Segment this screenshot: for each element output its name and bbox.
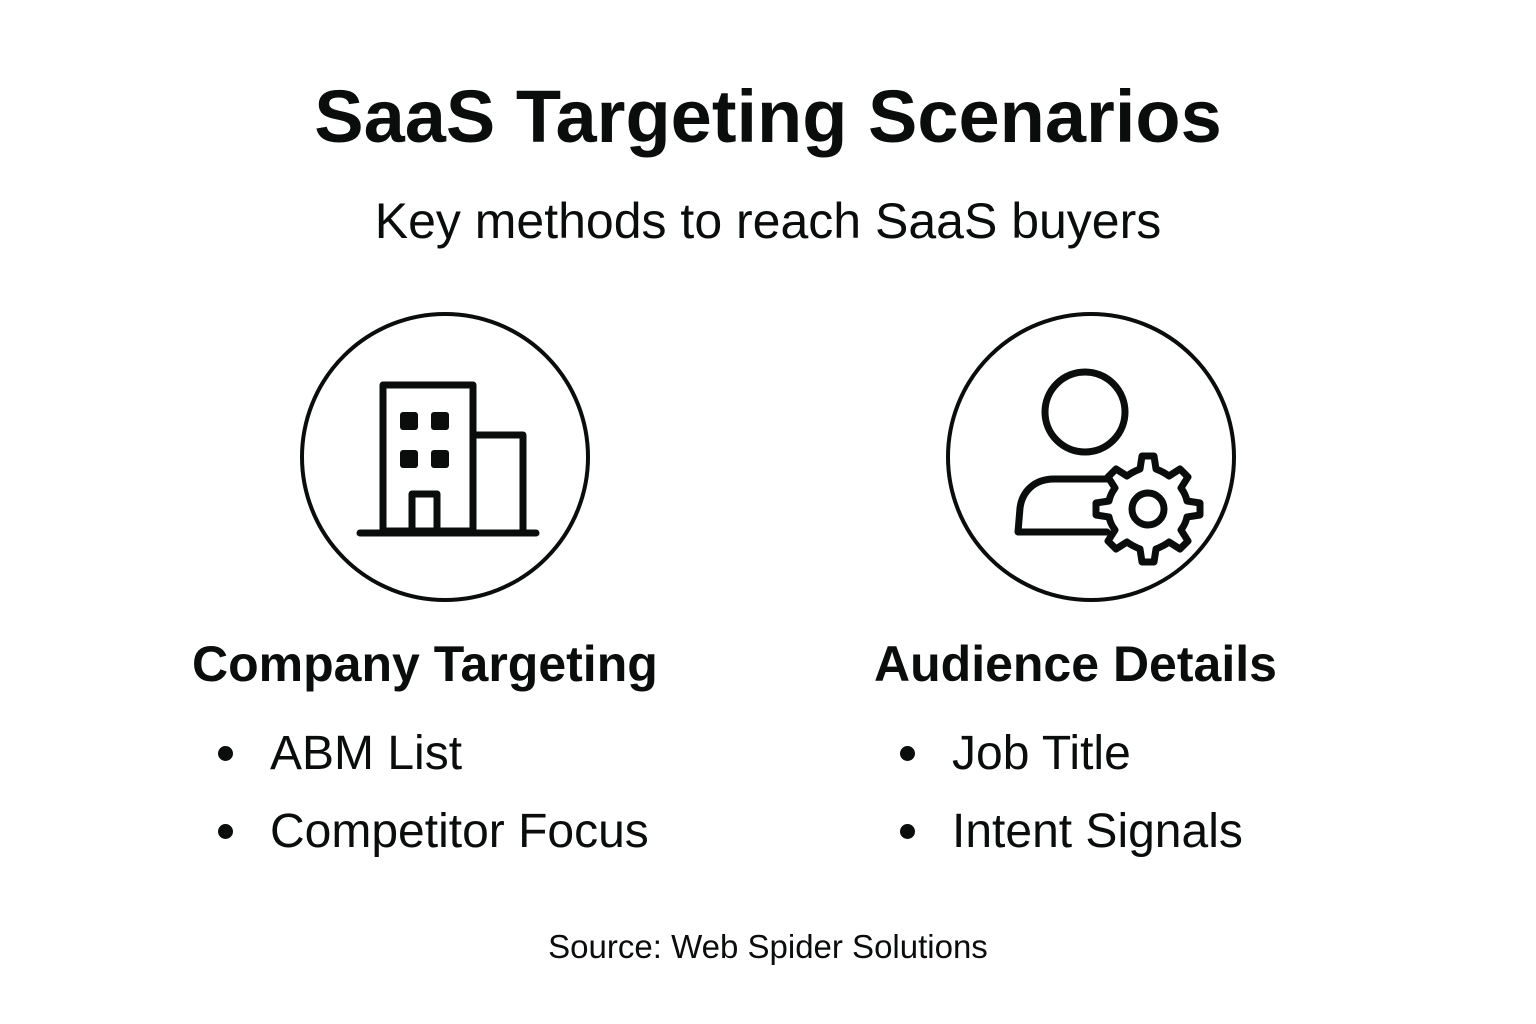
company-targeting-heading: Company Targeting: [192, 636, 658, 692]
bullet-icon: [218, 824, 233, 839]
page-subtitle: Key methods to reach SaaS buyers: [374, 193, 1162, 249]
company-icon-circle: [300, 312, 590, 602]
bullet-icon: [900, 746, 915, 761]
audience-details-heading: Audience Details: [874, 636, 1277, 692]
office-building-icon: [356, 381, 540, 537]
list-item: Intent Signals: [900, 793, 1360, 871]
page-title: SaaS Targeting Scenarios: [314, 75, 1222, 158]
source-caption: Source: Web Spider Solutions: [548, 928, 988, 965]
user-gear-icon: [1014, 368, 1204, 566]
list-item-label: ABM List: [270, 727, 463, 780]
list-item-label: Intent Signals: [952, 805, 1243, 858]
bullet-icon: [218, 746, 233, 761]
list-item: Competitor Focus: [218, 793, 738, 871]
list-item: ABM List: [218, 715, 738, 793]
list-item-label: Job Title: [952, 727, 1131, 780]
audience-details-list: Job Title Intent Signals: [900, 715, 1360, 871]
company-targeting-list: ABM List Competitor Focus: [218, 715, 738, 871]
list-item: Job Title: [900, 715, 1360, 793]
list-item-label: Competitor Focus: [270, 805, 649, 858]
audience-icon-circle: [946, 312, 1236, 602]
bullet-icon: [900, 824, 915, 839]
